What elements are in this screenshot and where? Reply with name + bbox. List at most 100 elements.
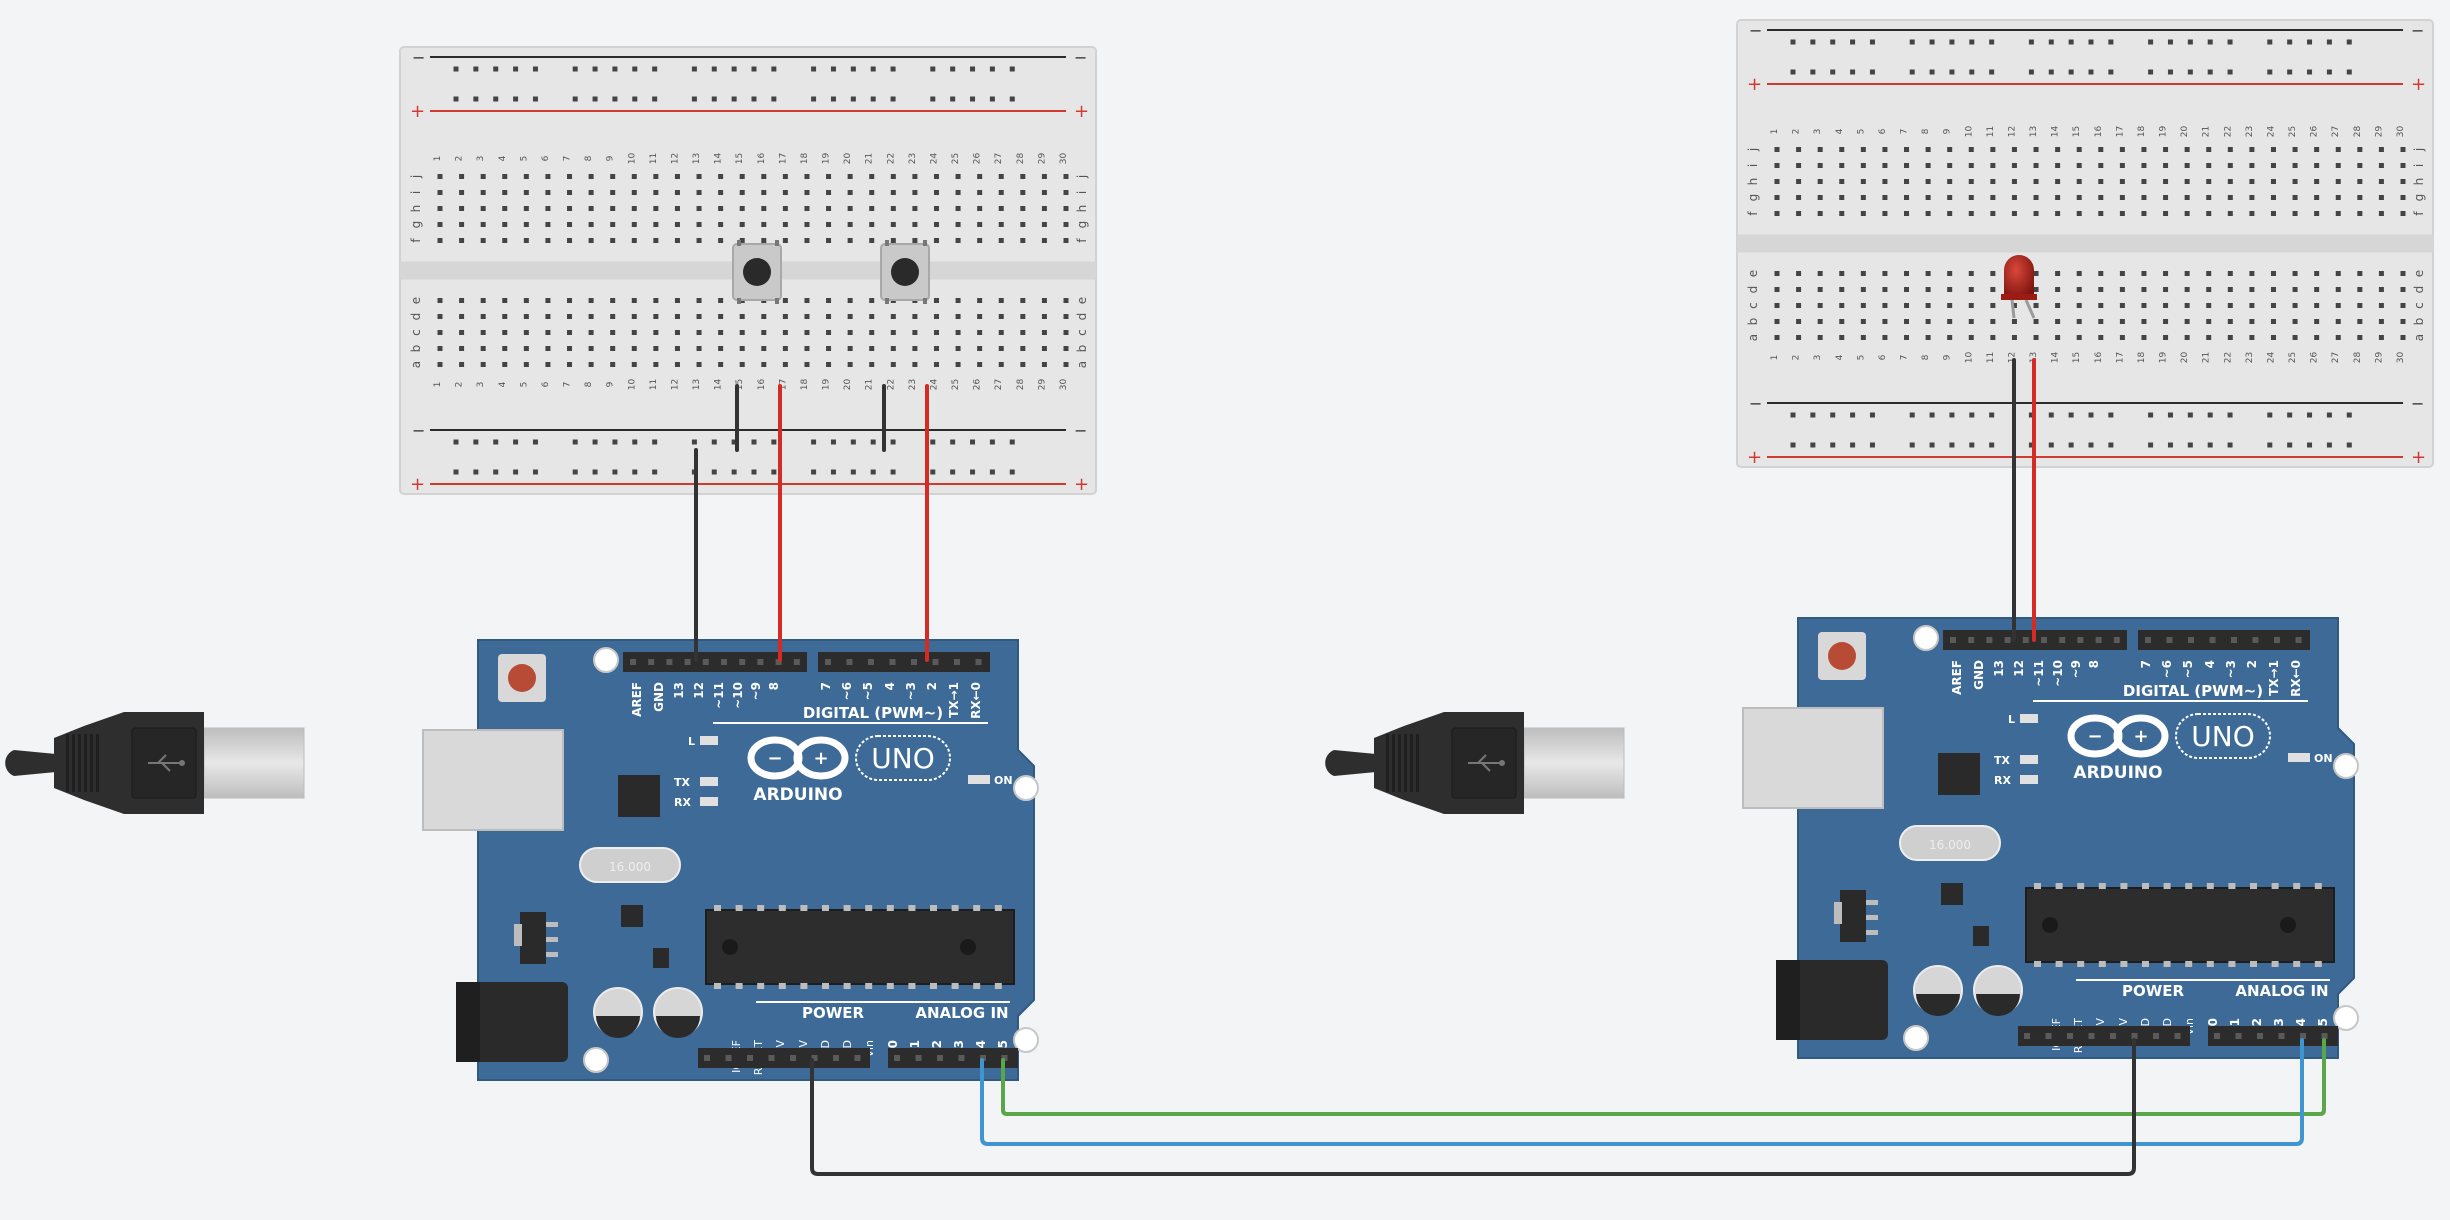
rail-hole[interactable]: [731, 96, 737, 102]
rail-hole[interactable]: [691, 439, 697, 445]
pushbutton-cap[interactable]: [743, 258, 771, 286]
header-pin[interactable]: [846, 659, 853, 665]
tie-point[interactable]: [523, 330, 529, 335]
rail-hole[interactable]: [2028, 442, 2034, 448]
power-header[interactable]: [2018, 1026, 2190, 1046]
rail-hole[interactable]: [473, 469, 479, 475]
tie-point[interactable]: [631, 314, 637, 319]
tie-point[interactable]: [2378, 179, 2384, 184]
tie-point[interactable]: [1041, 222, 1047, 227]
tie-point[interactable]: [653, 330, 659, 335]
tie-point[interactable]: [610, 222, 616, 227]
header-pin[interactable]: [2174, 1033, 2181, 1039]
tie-point[interactable]: [847, 298, 853, 303]
rail-hole[interactable]: [1989, 39, 1995, 45]
header-pin[interactable]: [757, 659, 764, 665]
tie-point[interactable]: [912, 314, 918, 319]
red-led[interactable]: [2001, 255, 2037, 319]
tie-point[interactable]: [761, 238, 767, 243]
rail-hole[interactable]: [2187, 442, 2193, 448]
tie-point[interactable]: [480, 190, 486, 195]
tie-point[interactable]: [718, 238, 724, 243]
rail-hole[interactable]: [1009, 469, 1015, 475]
tie-point[interactable]: [2314, 211, 2320, 216]
rail-hole[interactable]: [2307, 39, 2313, 45]
rail-hole[interactable]: [811, 439, 817, 445]
tie-point[interactable]: [2098, 287, 2104, 292]
tie-point[interactable]: [1860, 147, 1866, 152]
tie-point[interactable]: [1968, 287, 1974, 292]
tie-point[interactable]: [567, 206, 573, 211]
tie-point[interactable]: [1904, 211, 1910, 216]
tie-point[interactable]: [502, 314, 508, 319]
tie-point[interactable]: [782, 362, 788, 367]
rail-hole[interactable]: [2108, 69, 2114, 75]
header-pin[interactable]: [2300, 1033, 2306, 1039]
tie-point[interactable]: [998, 362, 1004, 367]
rail-hole[interactable]: [632, 469, 638, 475]
tie-point[interactable]: [674, 346, 680, 351]
tie-point[interactable]: [1774, 211, 1780, 216]
tie-point[interactable]: [2098, 319, 2104, 324]
tie-point[interactable]: [718, 346, 724, 351]
tie-point[interactable]: [1947, 271, 1953, 276]
tie-point[interactable]: [1839, 287, 1845, 292]
tie-point[interactable]: [826, 298, 832, 303]
tie-point[interactable]: [2206, 147, 2212, 152]
rail-hole[interactable]: [850, 66, 856, 72]
tie-point[interactable]: [502, 190, 508, 195]
header-pin[interactable]: [2131, 1033, 2138, 1039]
rail-hole[interactable]: [572, 66, 578, 72]
dc-barrel-jack[interactable]: [1776, 960, 1888, 1040]
rail-hole[interactable]: [830, 439, 836, 445]
tie-point[interactable]: [459, 174, 465, 179]
rail-hole[interactable]: [751, 469, 757, 475]
tie-point[interactable]: [2184, 195, 2190, 200]
tie-point[interactable]: [1774, 147, 1780, 152]
header-pin[interactable]: [768, 1055, 775, 1061]
tie-point[interactable]: [2357, 303, 2363, 308]
header-pin[interactable]: [793, 659, 800, 665]
rail-hole[interactable]: [652, 66, 658, 72]
tie-point[interactable]: [696, 222, 702, 227]
tie-point[interactable]: [2119, 303, 2125, 308]
tie-point[interactable]: [869, 206, 875, 211]
tie-point[interactable]: [782, 174, 788, 179]
tie-point[interactable]: [2184, 179, 2190, 184]
rail-hole[interactable]: [930, 439, 936, 445]
tie-point[interactable]: [2378, 163, 2384, 168]
tie-point[interactable]: [1925, 287, 1931, 292]
tie-point[interactable]: [2033, 179, 2039, 184]
tie-point[interactable]: [480, 346, 486, 351]
tie-point[interactable]: [977, 222, 983, 227]
rail-hole[interactable]: [572, 469, 578, 475]
tie-point[interactable]: [2076, 335, 2082, 340]
tie-point[interactable]: [2292, 319, 2298, 324]
tie-point[interactable]: [1063, 346, 1069, 351]
tie-point[interactable]: [2249, 319, 2255, 324]
rail-hole[interactable]: [652, 439, 658, 445]
tie-point[interactable]: [977, 346, 983, 351]
tie-point[interactable]: [2163, 303, 2169, 308]
tie-point[interactable]: [1860, 163, 1866, 168]
header-pin[interactable]: [889, 659, 896, 665]
rail-hole[interactable]: [870, 96, 876, 102]
tie-point[interactable]: [1968, 163, 1974, 168]
tie-point[interactable]: [2249, 271, 2255, 276]
rail-hole[interactable]: [2267, 412, 2273, 418]
rail-hole[interactable]: [989, 469, 995, 475]
tie-point[interactable]: [610, 298, 616, 303]
tie-point[interactable]: [674, 314, 680, 319]
tie-point[interactable]: [761, 174, 767, 179]
header-pin[interactable]: [747, 1055, 753, 1061]
rail-hole[interactable]: [612, 439, 618, 445]
tie-point[interactable]: [912, 222, 918, 227]
rail-hole[interactable]: [473, 66, 479, 72]
tie-point[interactable]: [739, 330, 745, 335]
header-pin[interactable]: [704, 1055, 710, 1061]
rail-hole[interactable]: [850, 439, 856, 445]
tie-point[interactable]: [2378, 195, 2384, 200]
tie-point[interactable]: [459, 346, 465, 351]
tie-point[interactable]: [2270, 335, 2276, 340]
tie-point[interactable]: [1860, 271, 1866, 276]
